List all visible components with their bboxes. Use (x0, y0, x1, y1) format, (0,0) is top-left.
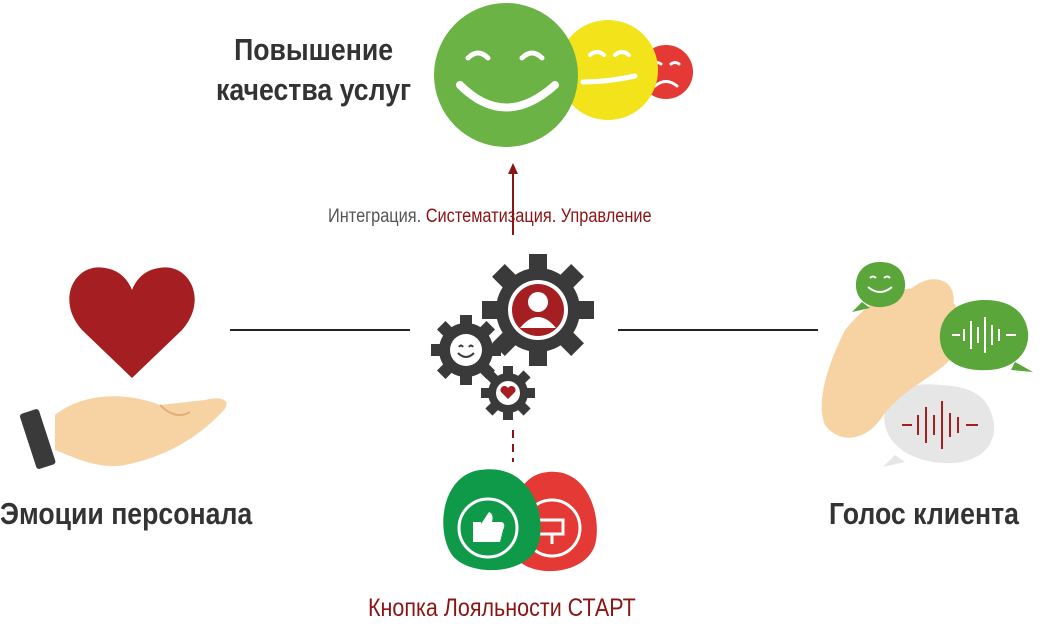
loyalty-buttons-icon (443, 469, 597, 572)
heart-in-hand-icon (19, 267, 227, 469)
caption-systematization-management: Систематизация. Управление (421, 206, 652, 227)
caption-integration: Интеграция. (328, 206, 422, 227)
up-arrow-icon (508, 163, 518, 235)
title-line-2: качества услуг (216, 72, 412, 107)
yellow-neutral-smiley-icon (558, 20, 658, 120)
gears-icon (431, 254, 594, 420)
page-title: Повышение качества услуг (216, 30, 411, 110)
loyalty-button-label: Кнопка Лояльности СТАРТ (368, 594, 636, 622)
green-happy-smiley-icon (434, 3, 578, 147)
process-caption: Интеграция. Систематизация. Управление (328, 206, 652, 228)
title-line-1: Повышение (234, 32, 394, 67)
staff-emotions-label: Эмоции персонала (0, 496, 253, 531)
customer-voice-icon (821, 262, 1033, 467)
customer-voice-label: Голос клиента (829, 496, 1019, 531)
